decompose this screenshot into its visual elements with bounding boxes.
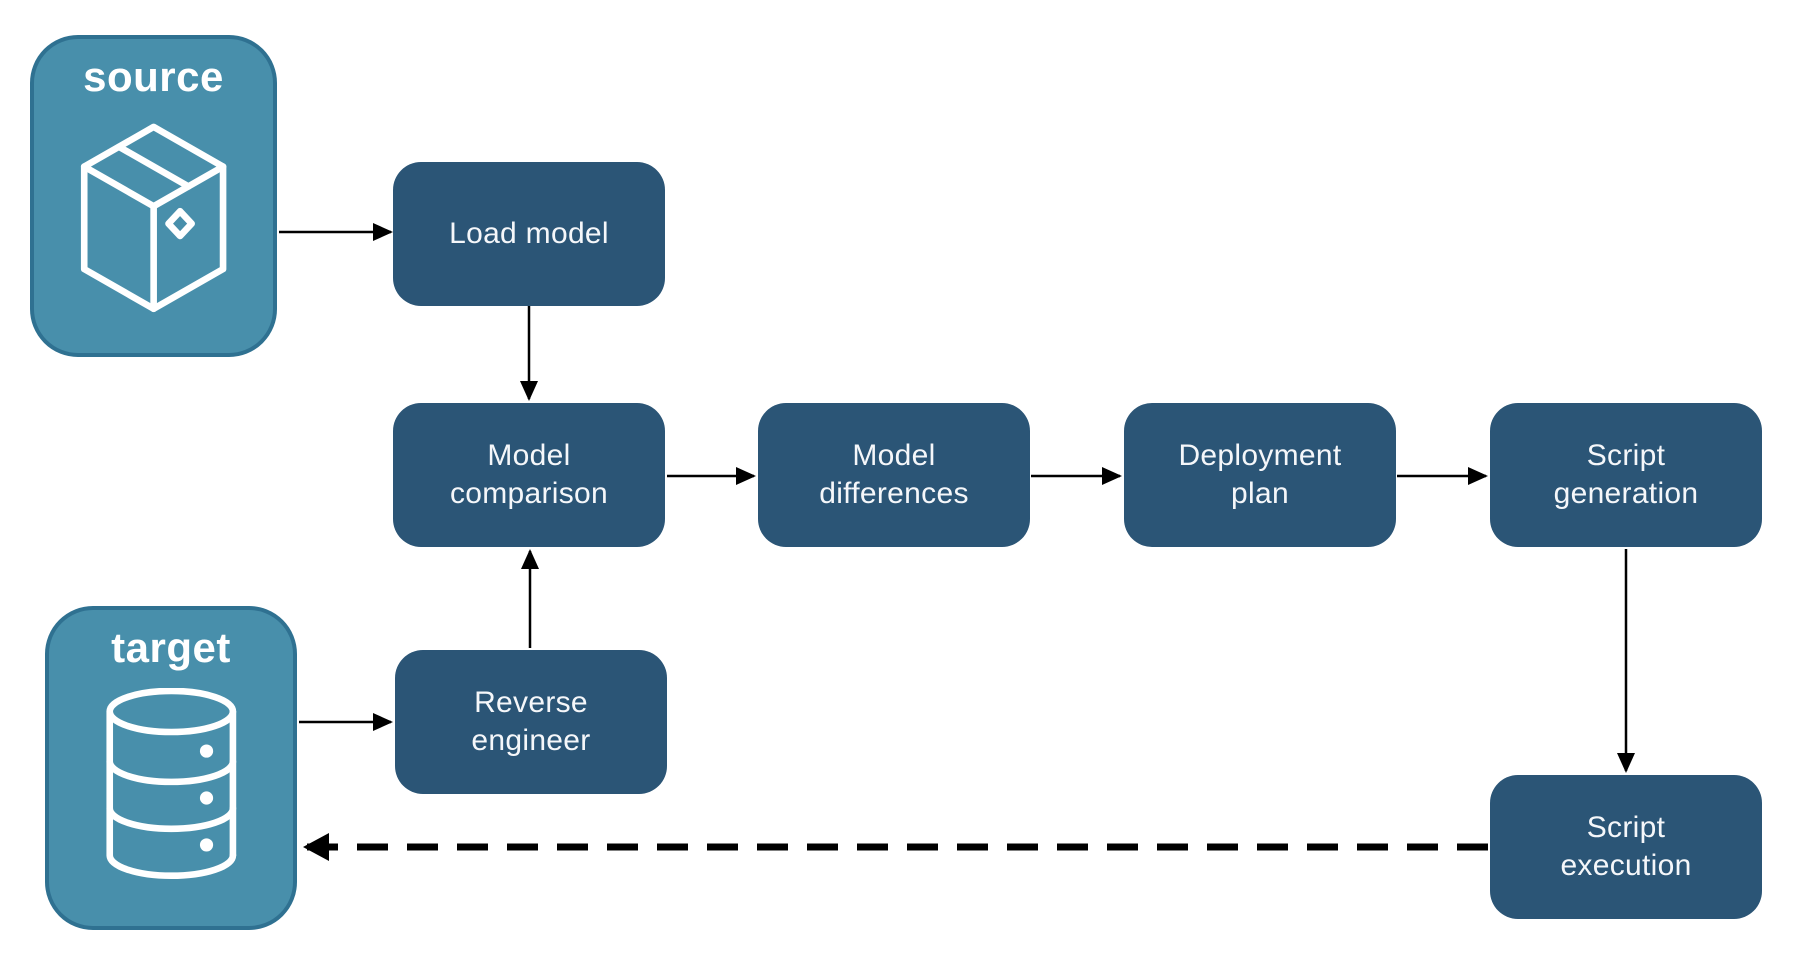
endpoint-source-label: source	[83, 53, 224, 100]
node-label-line: engineer	[471, 724, 591, 757]
node-reverse-engineer: Reverse engineer	[395, 650, 667, 794]
node-deployment-plan: Deployment plan	[1124, 403, 1396, 547]
node-label-line: Load model	[449, 217, 609, 250]
node-label-line: Script	[1586, 439, 1666, 472]
node-label-line: Script	[1586, 811, 1666, 844]
endpoint-source: source	[30, 35, 277, 357]
node-model-comparison: Model comparison	[393, 403, 665, 547]
node-load-model: Load model	[393, 162, 665, 306]
node-label-line: Model	[852, 439, 936, 472]
endpoint-target: target	[45, 606, 297, 930]
database-icon	[106, 688, 236, 880]
node-label-line: Reverse	[474, 686, 588, 719]
node-label-line: Deployment	[1178, 439, 1342, 472]
node-label-line: Model	[487, 439, 571, 472]
node-label-line: differences	[819, 477, 969, 510]
node-label-line: comparison	[449, 477, 609, 510]
package-icon	[80, 123, 227, 313]
node-label-line: execution	[1560, 849, 1692, 882]
node-model-differences: Model differences	[758, 403, 1030, 547]
node-script-execution: Script execution	[1490, 775, 1762, 919]
node-label-line: generation	[1553, 477, 1699, 510]
endpoint-target-label: target	[111, 624, 231, 671]
node-label-line: plan	[1231, 477, 1289, 510]
node-script-generation: Script generation	[1490, 403, 1762, 547]
